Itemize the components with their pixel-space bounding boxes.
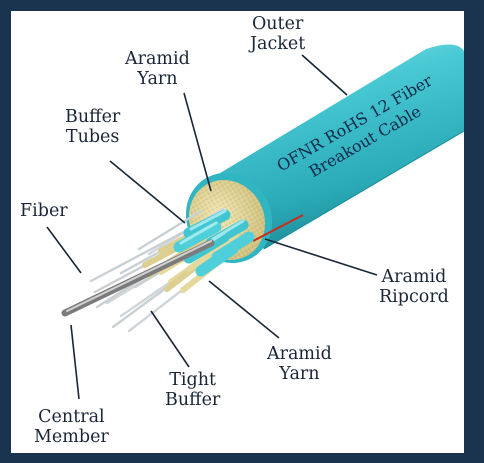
leader-aramid-yarn-bottom (209, 281, 279, 338)
label-aramid-ripcord: Aramid Ripcord (379, 267, 449, 307)
leader-aramid-ripcord (265, 239, 377, 275)
diagram-panel: OFNR RoHS 12 Fiber Breakout Cable Outer … (11, 11, 464, 453)
label-central-member: Central Member (34, 407, 109, 447)
cable-illustration (11, 11, 464, 453)
label-aramid-yarn-top: Aramid Yarn (125, 49, 190, 89)
central-member (65, 243, 211, 313)
leader-fiber (47, 227, 81, 273)
label-fiber: Fiber (20, 201, 68, 221)
label-outer-jacket: Outer Jacket (250, 14, 305, 54)
label-tight-buffer: Tight Buffer (165, 370, 220, 410)
leader-central-member (71, 325, 79, 399)
leader-aramid-yarn-top (184, 93, 211, 191)
label-buffer-tubes: Buffer Tubes (65, 107, 120, 147)
leader-outer-jacket (302, 55, 347, 95)
label-aramid-yarn-bottom: Aramid Yarn (267, 344, 332, 384)
leader-tight-buffer (151, 311, 189, 367)
leader-buffer-tubes (110, 161, 185, 223)
